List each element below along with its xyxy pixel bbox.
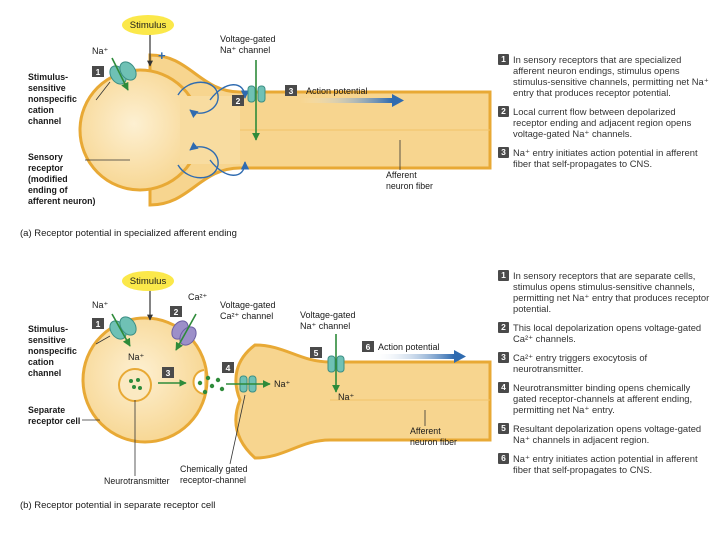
na-label-b-top: Na⁺ [92, 300, 109, 310]
stim-sensitive-label-b: Stimulus- sensitive nonspecific cation c… [28, 324, 79, 378]
svg-text:1: 1 [96, 67, 101, 77]
step-text: In sensory receptors that are separate c… [513, 270, 710, 314]
current-loops-a [177, 81, 250, 179]
step-marker-b3: 3 [162, 367, 174, 378]
step-number: 4 [498, 382, 509, 393]
step-marker-a1: 1 [92, 66, 104, 77]
neurotransmitter-label: Neurotransmitter [104, 476, 170, 486]
na-label-a: Na⁺ [92, 46, 109, 56]
step-text: Local current flow between depolarized r… [513, 106, 692, 139]
step-number: 2 [498, 322, 509, 333]
panel-b: Stimulus Na⁺ Na⁺ Ca²⁺ Voltage-gated Ca²⁺… [20, 271, 492, 511]
svg-text:2: 2 [174, 307, 179, 317]
voltage-gated-ca-channel [171, 313, 197, 351]
action-potential-label-b: Action potential [378, 342, 440, 352]
step-number: 6 [498, 453, 509, 464]
stimulus-channel-a [109, 57, 137, 91]
stimulus-bubble-b [122, 271, 174, 291]
steps-panel-b: 1 In sensory receptors that are separate … [498, 270, 710, 483]
plus-sign: + [158, 48, 166, 63]
step-b-2: 2 This local depolarization opens voltage… [498, 322, 710, 344]
step-b-3: 3 Ca²⁺ entry triggers exocytosis of neuro… [498, 352, 710, 374]
na-label-b-inside: Na⁺ [128, 352, 145, 362]
step-number: 2 [498, 106, 509, 117]
step-number: 3 [498, 352, 509, 363]
vg-na-label-a-2: Na⁺ channel [220, 45, 270, 55]
vesicle [118, 368, 152, 402]
panel-a: Stimulus + Na⁺ Voltage-gated Na⁺ channel… [20, 15, 492, 239]
afferent-fiber-b [234, 343, 492, 460]
step-a-2: 2 Local current flow between depolarized … [498, 106, 710, 139]
step-marker-a2: 2 [232, 95, 244, 106]
chem-gated-label: Chemically gated receptor-channel [180, 464, 250, 485]
step-a-3: 3 Na⁺ entry initiates action potential in… [498, 147, 710, 169]
step-number: 1 [498, 270, 509, 281]
voltage-gated-na-channel-a [247, 60, 266, 141]
step-number: 1 [498, 54, 509, 65]
step-text: Ca²⁺ entry triggers exocytosis of neurot… [513, 352, 648, 374]
stimulus-channel-b [109, 313, 137, 347]
step-marker-b5: 5 [310, 347, 322, 358]
step-marker-b2: 2 [170, 306, 182, 317]
stimulus-label-a: Stimulus [130, 20, 167, 31]
step-marker-b6: 6 [362, 341, 374, 352]
afferent-fiber-label-a: Afferent neuron fiber [386, 170, 433, 191]
svg-text:2: 2 [236, 96, 241, 106]
released-neurotransmitter [197, 375, 225, 395]
vg-na-label-b-2: Na⁺ channel [300, 321, 350, 331]
svg-text:1: 1 [96, 319, 101, 329]
svg-text:3: 3 [289, 86, 294, 96]
vg-ca-label-2: Ca²⁺ channel [220, 311, 273, 321]
afferent-fiber-label-b: Afferent neuron fiber [410, 426, 457, 447]
na-label-b-ending: Na⁺ [274, 379, 291, 389]
svg-text:4: 4 [226, 363, 231, 373]
vg-na-label-b-1: Voltage-gated [300, 310, 356, 320]
step-marker-a3: 3 [285, 85, 297, 96]
step-b-4: 4 Neurotransmitter binding opens chemical… [498, 382, 710, 415]
ca-label: Ca²⁺ [188, 292, 208, 302]
step-text: Neurotransmitter binding opens chemicall… [513, 382, 693, 415]
separate-receptor-label: Separate receptor cell [28, 405, 80, 426]
step-number: 5 [498, 423, 509, 434]
stimulus-bubble-a [122, 15, 174, 35]
sensory-receptor-label: Sensory receptor (modified ending of aff… [28, 152, 96, 206]
step-marker-b4: 4 [222, 362, 234, 373]
step-text: Na⁺ entry initiates action potential in … [513, 147, 698, 169]
vg-ca-label-1: Voltage-gated [220, 300, 276, 310]
chemically-gated-channel [226, 375, 271, 393]
step-b-6: 6 Na⁺ entry initiates action potential in… [498, 453, 710, 475]
step-text: Resultant depolarization opens voltage-g… [513, 423, 702, 445]
step-text: In sensory receptors that are specialize… [513, 54, 709, 98]
step-text: Na⁺ entry initiates action potential in … [513, 453, 698, 475]
svg-text:6: 6 [366, 342, 371, 352]
action-potential-arrow-a [300, 98, 392, 103]
stim-sensitive-label-a: Stimulus- sensitive nonspecific cation c… [28, 72, 79, 126]
caption-b: (b) Receptor potential in separate recep… [20, 500, 215, 511]
svg-text:5: 5 [314, 348, 319, 358]
na-label-b-fiber: Na⁺ [338, 392, 355, 402]
steps-panel-a: 1 In sensory receptors that are specializ… [498, 54, 710, 177]
vg-na-label-a-1: Voltage-gated [220, 34, 276, 44]
step-b-1: 1 In sensory receptors that are separate … [498, 270, 710, 314]
caption-a: (a) Receptor potential in specialized af… [20, 228, 237, 239]
step-number: 3 [498, 147, 509, 158]
action-potential-arrow-b [372, 354, 454, 359]
svg-text:3: 3 [166, 368, 171, 378]
step-text: This local depolarization opens voltage-… [513, 322, 702, 344]
step-marker-b1: 1 [92, 318, 104, 329]
action-potential-label-a: Action potential [306, 86, 368, 96]
step-b-5: 5 Resultant depolarization opens voltage-… [498, 423, 710, 445]
voltage-gated-na-channel-b [327, 334, 345, 393]
stimulus-label-b: Stimulus [130, 276, 167, 287]
step-a-1: 1 In sensory receptors that are specializ… [498, 54, 710, 98]
